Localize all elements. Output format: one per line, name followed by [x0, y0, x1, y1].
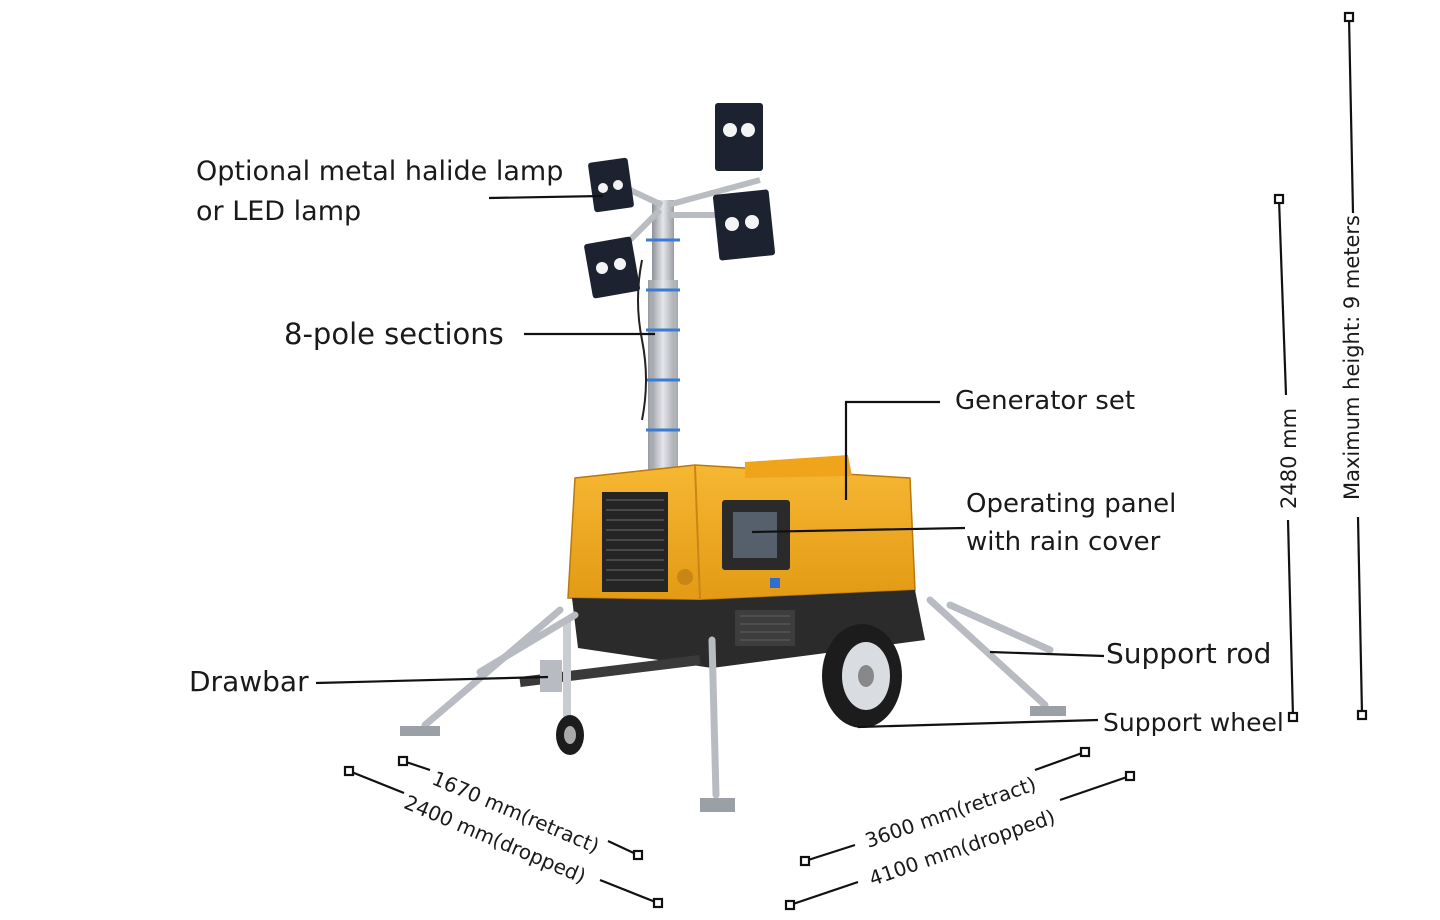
support-rod-label: Support rod: [1106, 637, 1272, 670]
operating-panel-label-line1: Operating panel: [966, 489, 1177, 519]
pole-sections-label: 8-pole sections: [284, 317, 504, 351]
generator-enclosure: [567, 455, 916, 601]
jockey-wheel: [556, 620, 584, 755]
dimension-height-2480: [1273, 193, 1299, 723]
dimension-front: [343, 755, 664, 909]
dimension-max-height: [1343, 11, 1368, 721]
outrigger-legs: [421, 596, 1054, 799]
lamp-head-bottom-right: [713, 189, 775, 261]
generator-set-label: Generator set: [955, 386, 1136, 416]
lamp-head-top-right: [715, 103, 763, 171]
main-wheel: [822, 624, 902, 728]
dimension-side: [784, 746, 1136, 911]
callout-leaders: [315, 194, 1105, 729]
lamp-head-top-left: [588, 157, 634, 213]
max-height-label: Maximum height: 9 meters: [1340, 215, 1364, 500]
lamp-label-line1: Optional metal halide lamp: [196, 156, 564, 187]
outrigger-pads: [400, 706, 1066, 812]
drawbar-label: Drawbar: [189, 665, 309, 698]
height-2480-label: 2480 mm: [1277, 407, 1301, 509]
operating-panel-label-line2: with rain cover: [966, 527, 1161, 557]
support-wheel-label: Support wheel: [1103, 708, 1284, 737]
telescopic-mast: [617, 177, 761, 470]
lamp-head-bottom-left: [584, 236, 641, 299]
lamp-label-line2: or LED lamp: [196, 196, 362, 227]
